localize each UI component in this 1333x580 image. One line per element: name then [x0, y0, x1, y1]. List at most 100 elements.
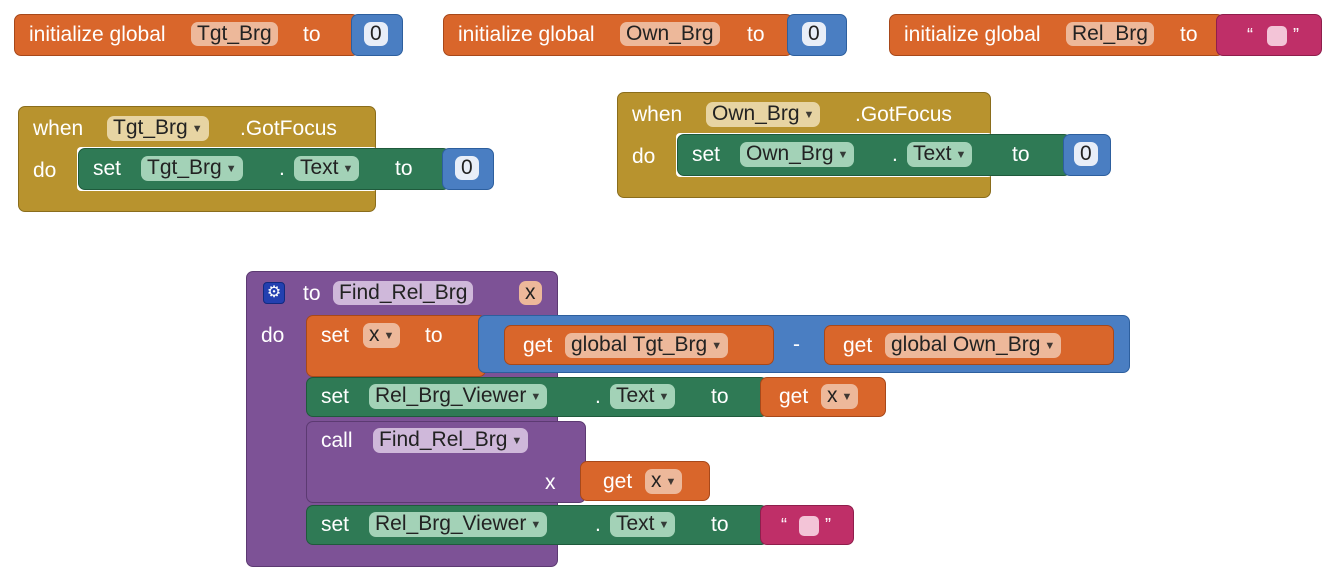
empty-text-block[interactable]: “ ”: [760, 505, 854, 545]
get-label: get: [779, 385, 809, 408]
init-global-own-brg-block[interactable]: initialize global Own_Brg to: [443, 14, 793, 56]
dot-label: .: [279, 157, 285, 180]
to-label: to: [711, 385, 729, 408]
set-label: set: [93, 157, 122, 180]
property-dropdown[interactable]: Text▼: [610, 384, 676, 409]
number-field[interactable]: 0: [364, 22, 388, 46]
number-field[interactable]: 0: [802, 22, 826, 46]
do-label: do: [261, 324, 285, 347]
init-global-tgt-brg-block[interactable]: initialize global Tgt_Brg to: [14, 14, 359, 56]
component-dropdown[interactable]: Tgt_Brg▼: [141, 156, 243, 181]
component-dropdown[interactable]: Rel_Brg_Viewer▼: [369, 512, 548, 537]
dropdown-arrow-icon: ▼: [1044, 340, 1056, 352]
to-label: to: [425, 324, 443, 347]
minus-operator: -: [793, 333, 800, 356]
set-viewer-text-block[interactable]: set Rel_Brg_Viewer▼ . Text▼ to: [306, 377, 768, 417]
component-dropdown[interactable]: Tgt_Brg▼: [107, 116, 209, 141]
arg-x-label: x: [545, 471, 556, 494]
set-label: set: [321, 324, 350, 347]
number-block[interactable]: 0: [787, 14, 847, 56]
event-name-label: .GotFocus: [855, 103, 952, 126]
variable-dropdown[interactable]: global Own_Brg▼: [885, 333, 1062, 358]
call-label: call: [321, 429, 353, 452]
open-quote: “: [1247, 25, 1253, 45]
init-global-label: initialize global: [904, 23, 1041, 46]
dropdown-arrow-icon: ▼: [837, 149, 849, 161]
number-block[interactable]: 0: [442, 148, 494, 190]
dropdown-arrow-icon: ▼: [711, 340, 723, 352]
when-label: when: [632, 103, 683, 126]
global-name-field[interactable]: Tgt_Brg: [191, 22, 278, 46]
to-label: to: [303, 23, 321, 46]
dot-label: .: [892, 143, 898, 166]
component-dropdown[interactable]: Own_Brg▼: [706, 102, 821, 127]
init-global-label: initialize global: [458, 23, 595, 46]
get-label: get: [523, 334, 553, 357]
procedure-dropdown[interactable]: Find_Rel_Brg▼: [373, 428, 529, 453]
component-dropdown[interactable]: Rel_Brg_Viewer▼: [369, 384, 548, 409]
to-label: to: [303, 282, 321, 305]
dot-label: .: [595, 385, 601, 408]
open-quote: “: [781, 515, 787, 535]
component-dropdown[interactable]: Own_Brg▼: [740, 142, 855, 167]
do-label: do: [632, 145, 656, 168]
to-label: to: [395, 157, 413, 180]
set-label: set: [321, 385, 350, 408]
close-quote: ”: [825, 515, 831, 535]
variable-dropdown[interactable]: x▼: [363, 323, 401, 348]
gear-icon[interactable]: ⚙: [263, 282, 285, 304]
param-x-field[interactable]: x: [519, 281, 542, 305]
get-label: get: [843, 334, 873, 357]
dropdown-arrow-icon: ▼: [658, 519, 670, 531]
dropdown-arrow-icon: ▼: [530, 391, 542, 403]
get-x-arg-block[interactable]: get x▼: [580, 461, 710, 501]
global-name-field[interactable]: Rel_Brg: [1066, 22, 1154, 46]
when-label: when: [33, 117, 84, 140]
dropdown-arrow-icon: ▼: [191, 123, 203, 135]
global-name-field[interactable]: Own_Brg: [620, 22, 720, 46]
dropdown-arrow-icon: ▼: [530, 519, 542, 531]
dropdown-arrow-icon: ▼: [955, 149, 967, 161]
procedure-name-field[interactable]: Find_Rel_Brg: [333, 281, 474, 305]
dropdown-arrow-icon: ▼: [511, 435, 523, 447]
property-dropdown[interactable]: Text▼: [907, 142, 973, 167]
set-viewer-text-empty-block[interactable]: set Rel_Brg_Viewer▼ . Text▼ to: [306, 505, 768, 545]
set-x-block[interactable]: set x▼ to: [306, 315, 486, 377]
do-label: do: [33, 159, 57, 182]
set-tgt-brg-text-block[interactable]: set Tgt_Brg▼ . Text▼ to: [78, 148, 450, 190]
get-label: get: [603, 470, 633, 493]
call-procedure-block[interactable]: call Find_Rel_Brg▼ x: [306, 421, 586, 503]
to-label: to: [711, 513, 729, 536]
dropdown-arrow-icon: ▼: [841, 391, 853, 403]
empty-text-block[interactable]: “ ”: [1216, 14, 1322, 56]
close-quote: ”: [1293, 25, 1299, 45]
set-own-brg-text-block[interactable]: set Own_Brg▼ . Text▼ to: [677, 134, 1071, 176]
get-global-own-brg-block[interactable]: get global Own_Brg▼: [824, 325, 1114, 365]
set-label: set: [321, 513, 350, 536]
number-block[interactable]: 0: [1063, 134, 1111, 176]
number-field[interactable]: 0: [1074, 142, 1098, 166]
dropdown-arrow-icon: ▼: [803, 109, 815, 121]
property-dropdown[interactable]: Text▼: [610, 512, 676, 537]
dropdown-arrow-icon: ▼: [665, 476, 677, 488]
init-global-rel-brg-block[interactable]: initialize global Rel_Brg to: [889, 14, 1224, 56]
dropdown-arrow-icon: ▼: [342, 163, 354, 175]
dropdown-arrow-icon: ▼: [658, 391, 670, 403]
variable-dropdown[interactable]: x▼: [821, 384, 859, 409]
get-global-tgt-brg-block[interactable]: get global Tgt_Brg▼: [504, 325, 774, 365]
get-x-block[interactable]: get x▼: [760, 377, 886, 417]
event-name-label: .GotFocus: [240, 117, 337, 140]
variable-dropdown[interactable]: x▼: [645, 469, 683, 494]
dropdown-arrow-icon: ▼: [225, 163, 237, 175]
number-field[interactable]: 0: [455, 156, 479, 180]
variable-dropdown[interactable]: global Tgt_Brg▼: [565, 333, 729, 358]
to-label: to: [747, 23, 765, 46]
init-global-label: initialize global: [29, 23, 166, 46]
dot-label: .: [595, 513, 601, 536]
text-field[interactable]: [1267, 26, 1287, 46]
to-label: to: [1180, 23, 1198, 46]
to-label: to: [1012, 143, 1030, 166]
text-field[interactable]: [799, 516, 819, 536]
property-dropdown[interactable]: Text▼: [294, 156, 360, 181]
number-block[interactable]: 0: [351, 14, 403, 56]
